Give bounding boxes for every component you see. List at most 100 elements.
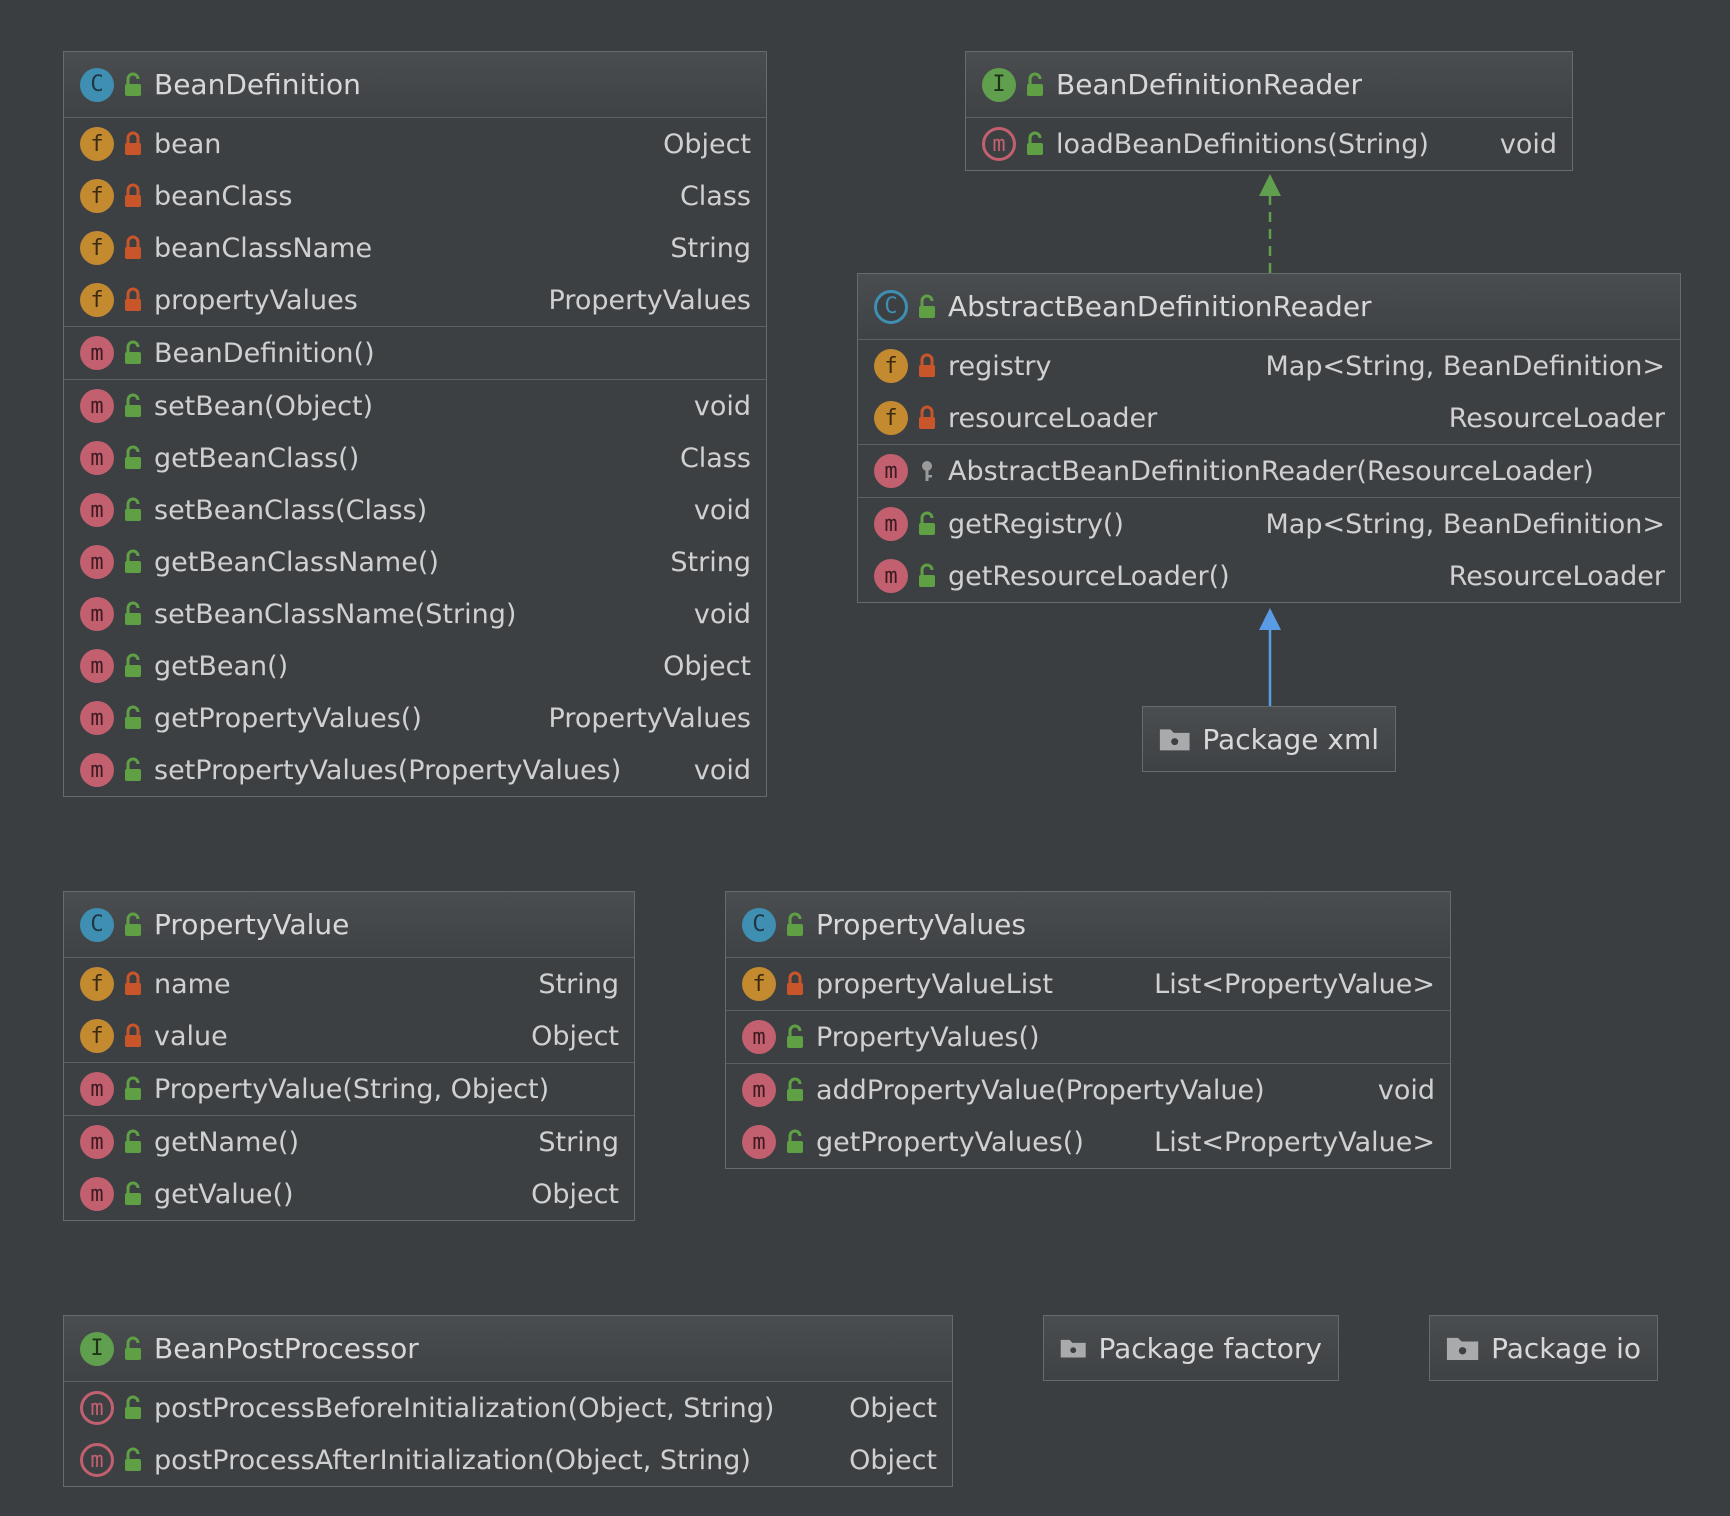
method-row[interactable]: m setBean(Object) void — [64, 380, 766, 432]
methods-section: m postProcessBeforeInitialization(Object… — [64, 1382, 952, 1486]
method-icon: m — [80, 701, 114, 735]
private-lock-icon — [787, 971, 803, 995]
package-factory[interactable]: Package factory — [1043, 1315, 1339, 1381]
package-xml[interactable]: Package xml — [1142, 706, 1396, 772]
constructor-row[interactable]: m AbstractBeanDefinitionReader(ResourceL… — [858, 445, 1680, 497]
folder-icon — [1060, 1339, 1086, 1358]
interface-title: BeanPostProcessor — [154, 1332, 419, 1365]
method-icon: m — [874, 507, 908, 541]
interface-bean-definition-reader[interactable]: I BeanDefinitionReader m loadBeanDefinit… — [965, 51, 1573, 171]
field-row[interactable]: f resourceLoader ResourceLoader — [858, 392, 1680, 444]
methods-section: m loadBeanDefinitions(String) void — [966, 118, 1572, 170]
implements-arrow-head — [1259, 174, 1281, 196]
public-lock-icon — [125, 757, 141, 781]
class-property-values[interactable]: C PropertyValues f propertyValueList Lis… — [725, 891, 1451, 1169]
method-row[interactable]: m getBeanClassName() String — [64, 536, 766, 588]
private-lock-icon — [125, 131, 141, 155]
method-icon: m — [742, 1073, 776, 1107]
class-property-value[interactable]: C PropertyValue f name String f value Ob… — [63, 891, 635, 1221]
interface-bean-post-processor[interactable]: I BeanPostProcessor m postProcessBeforeI… — [63, 1315, 953, 1487]
node-header[interactable]: I BeanPostProcessor — [64, 1316, 952, 1382]
public-lock-icon — [125, 1336, 141, 1360]
constructor-row[interactable]: m PropertyValue(String, Object) — [64, 1063, 634, 1115]
field-row[interactable]: f propertyValues PropertyValues — [64, 274, 766, 326]
field-row[interactable]: f bean Object — [64, 118, 766, 170]
field-row[interactable]: f propertyValueList List<PropertyValue> — [726, 958, 1450, 1010]
field-row[interactable]: f value Object — [64, 1010, 634, 1062]
field-icon: f — [80, 179, 114, 213]
public-lock-icon — [125, 1447, 141, 1471]
method-icon: m — [742, 1020, 776, 1054]
method-type: void — [693, 754, 751, 786]
method-icon: m — [80, 493, 114, 527]
field-row[interactable]: f beanClassName String — [64, 222, 766, 274]
method-row[interactable]: m getName() String — [64, 1116, 634, 1168]
method-type: void — [693, 598, 751, 630]
field-name: name — [154, 968, 231, 1000]
method-row[interactable]: m setBeanClassName(String) void — [64, 588, 766, 640]
public-lock-icon — [125, 601, 141, 625]
method-name: getPropertyValues() — [816, 1126, 1084, 1158]
method-name: postProcessBeforeInitialization(Object, … — [154, 1392, 775, 1424]
method-row[interactable]: m postProcessAfterInitialization(Object,… — [64, 1434, 952, 1486]
fields-section: f name String f value Object — [64, 958, 634, 1063]
method-type: Object — [663, 650, 751, 682]
node-header[interactable]: C PropertyValue — [64, 892, 634, 958]
final-field-icon: f — [80, 967, 114, 1001]
method-row[interactable]: m setBeanClass(Class) void — [64, 484, 766, 536]
interface-icon: I — [80, 1331, 114, 1366]
methods-section: m getName() String m getValue() Object — [64, 1116, 634, 1220]
public-lock-icon — [1027, 131, 1043, 155]
protected-key-icon — [922, 461, 932, 481]
method-row[interactable]: m getRegistry() Map<String, BeanDefiniti… — [858, 498, 1680, 550]
method-type: String — [538, 1126, 619, 1158]
method-row[interactable]: m getBeanClass() Class — [64, 432, 766, 484]
constructor-row[interactable]: m PropertyValues() — [726, 1011, 1450, 1063]
public-lock-icon — [125, 1181, 141, 1205]
field-row[interactable]: f beanClass Class — [64, 170, 766, 222]
method-row[interactable]: m postProcessBeforeInitialization(Object… — [64, 1382, 952, 1434]
field-type: Map<String, BeanDefinition> — [1265, 350, 1665, 382]
class-bean-definition[interactable]: C BeanDefinition f bean Object f beanCla… — [63, 51, 767, 797]
public-lock-icon — [125, 497, 141, 521]
field-row[interactable]: f name String — [64, 958, 634, 1010]
fields-section: f registry Map<String, BeanDefinition> f… — [858, 340, 1680, 445]
abstract-method-icon: m — [80, 1391, 114, 1425]
method-name: getResourceLoader() — [948, 560, 1230, 592]
node-header[interactable]: C AbstractBeanDefinitionReader — [858, 274, 1680, 340]
method-name: addPropertyValue(PropertyValue) — [816, 1074, 1265, 1106]
field-type: PropertyValues — [548, 284, 751, 316]
method-type: ResourceLoader — [1448, 560, 1665, 592]
field-row[interactable]: f registry Map<String, BeanDefinition> — [858, 340, 1680, 392]
method-icon: m — [80, 1177, 114, 1211]
field-icon: f — [80, 231, 114, 265]
method-row[interactable]: m getResourceLoader() ResourceLoader — [858, 550, 1680, 602]
method-row[interactable]: m addPropertyValue(PropertyValue) void — [726, 1064, 1450, 1116]
package-io[interactable]: Package io — [1429, 1315, 1658, 1381]
method-type: List<PropertyValue> — [1154, 1126, 1435, 1158]
node-header[interactable]: I BeanDefinitionReader — [966, 52, 1572, 118]
field-name: beanClassName — [154, 232, 373, 264]
method-row[interactable]: m getPropertyValues() List<PropertyValue… — [726, 1116, 1450, 1168]
class-icon: C — [742, 907, 776, 942]
class-title: PropertyValues — [816, 908, 1026, 941]
method-row[interactable]: m getPropertyValues() PropertyValues — [64, 692, 766, 744]
node-header[interactable]: C BeanDefinition — [64, 52, 766, 118]
abstract-class-icon: C — [874, 289, 908, 324]
method-row[interactable]: m loadBeanDefinitions(String) void — [966, 118, 1572, 170]
method-icon: m — [874, 454, 908, 488]
class-title: BeanDefinition — [154, 68, 361, 101]
method-row[interactable]: m getValue() Object — [64, 1168, 634, 1220]
constructor-row[interactable]: m BeanDefinition() — [64, 327, 766, 379]
folder-icon — [1446, 1337, 1479, 1360]
field-name: beanClass — [154, 180, 293, 212]
fields-section: f bean Object f beanClass Class f beanCl… — [64, 118, 766, 327]
method-name: setBean(Object) — [154, 390, 374, 422]
method-name: setBeanClassName(String) — [154, 598, 517, 630]
node-header[interactable]: C PropertyValues — [726, 892, 1450, 958]
method-row[interactable]: m setPropertyValues(PropertyValues) void — [64, 744, 766, 796]
abstract-method-icon: m — [982, 127, 1016, 161]
field-name: propertyValueList — [816, 968, 1053, 1000]
method-row[interactable]: m getBean() Object — [64, 640, 766, 692]
class-abstract-bean-definition-reader[interactable]: C AbstractBeanDefinitionReader f registr… — [857, 273, 1681, 603]
